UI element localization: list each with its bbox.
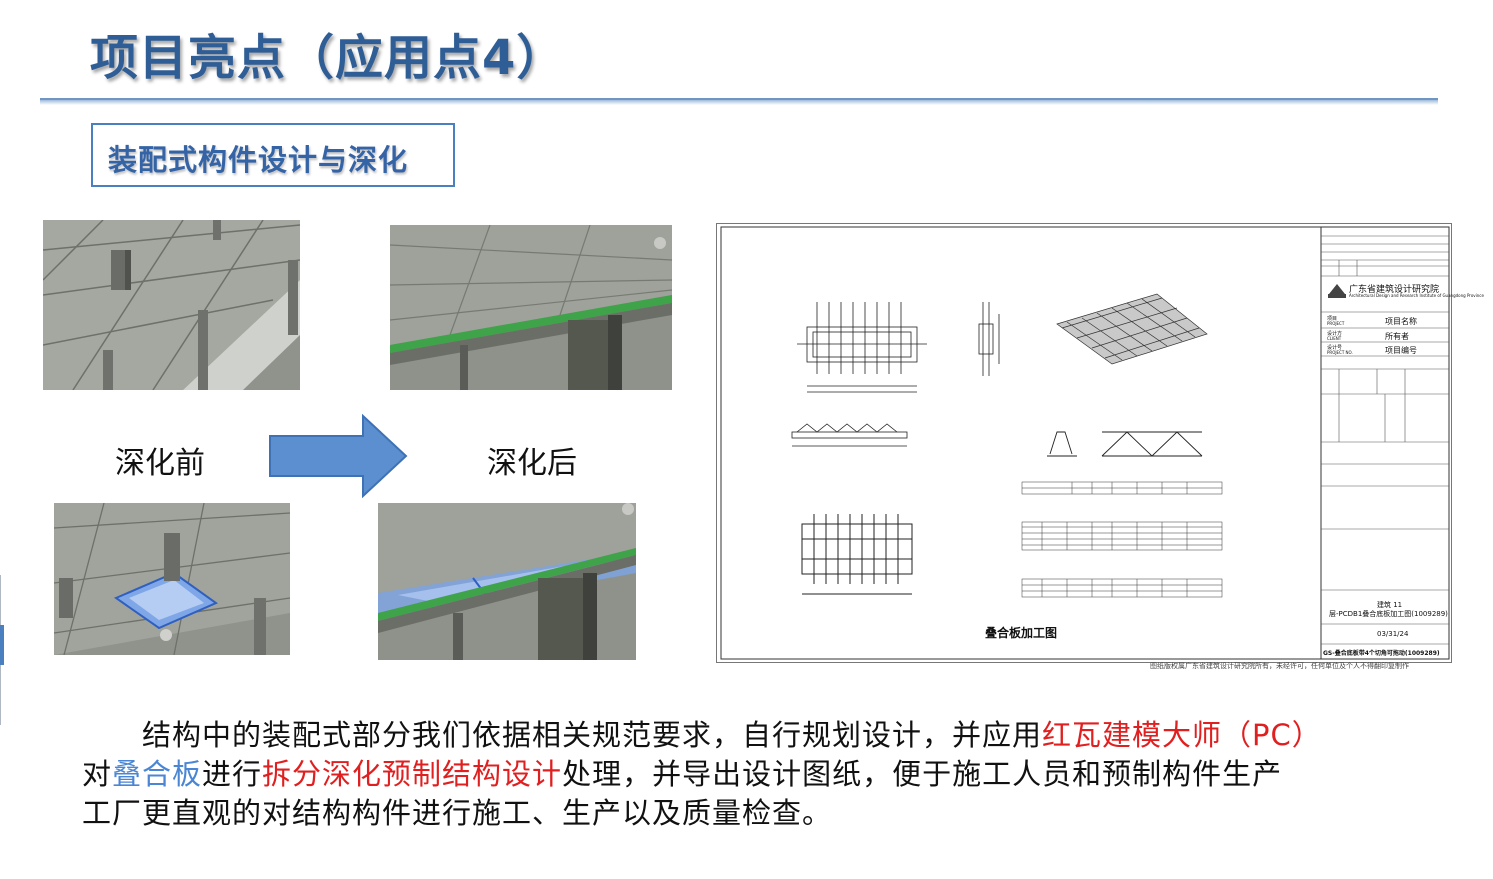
sheet-name: 层-PCDB1叠合底板加工图(1009289) — [1329, 610, 1448, 618]
paragraph-text: 处理，并导出设计图纸，便于施工人员和预制构件生产 — [562, 757, 1283, 791]
building-name: 建筑 11 — [1377, 601, 1403, 609]
after-model-bottom — [378, 503, 636, 660]
before-model-bottom — [54, 503, 290, 655]
title-underline — [40, 98, 1438, 105]
paragraph-text: 结构中的装配式部分我们依据相关规范要求，自行规划设计，并应用 — [82, 718, 1043, 752]
paragraph-text: 进行 — [202, 757, 263, 791]
project-number: 项目编号 — [1385, 346, 1417, 355]
client-name: 所有者 — [1385, 332, 1409, 341]
description-paragraph: 结构中的装配式部分我们依据相关规范要求，自行规划设计，并应用红瓦建模大师（PC）… — [82, 716, 1402, 833]
project-label-en: PROJECT — [1327, 321, 1345, 326]
before-model-top — [43, 220, 300, 390]
paragraph-line-1: 结构中的装配式部分我们依据相关规范要求，自行规划设计，并应用红瓦建模大师（PC） — [82, 716, 1402, 755]
institute-name-en: Architectural Design and Research Instit… — [1349, 293, 1484, 298]
label-before-detailing: 深化前 — [115, 446, 205, 481]
fabrication-drawing: 叠合板加工图 广东省建筑设计研究院 Architectural Design a… — [716, 223, 1484, 663]
project-no-label-en: PROJECT NO. — [1327, 350, 1353, 355]
client-label: 设计方 — [1327, 331, 1343, 337]
paragraph-line-2: 对叠合板进行拆分深化预制结构设计处理，并导出设计图纸，便于施工人员和预制构件生产 — [82, 755, 1402, 794]
project-name: 项目名称 — [1385, 317, 1417, 326]
highlight-process-name: 拆分深化预制结构设计 — [262, 757, 563, 791]
sheet-code: GS-叠合底板带4个切角可拖动(1009289) — [1323, 650, 1440, 657]
client-label-en: CLIENT — [1327, 336, 1342, 341]
institute-name: 广东省建筑设计研究院 — [1349, 285, 1440, 295]
paragraph-line-3: 工厂更直观的对结构构件进行施工、生产以及质量检查。 — [82, 796, 833, 830]
left-edge-mark — [0, 625, 4, 665]
highlight-component-name: 叠合板 — [112, 757, 203, 791]
drawing-copyright-note: 图纸版权属广东省建筑设计研究院所有，未经许可，任何单位及个人不得翻印复制作 — [1150, 662, 1409, 670]
page-title: 项目亮点（应用点4） — [90, 30, 566, 86]
subtitle-box: 装配式构件设计与深化 — [91, 123, 455, 187]
section-subtitle: 装配式构件设计与深化 — [108, 143, 409, 177]
after-model-top — [390, 225, 672, 390]
drawing-main-title: 叠合板加工图 — [985, 626, 1058, 640]
highlight-software-name: 红瓦建模大师（PC） — [1042, 718, 1322, 752]
paragraph-text: 对 — [82, 757, 113, 791]
project-label: 项目 — [1327, 316, 1338, 322]
label-after-detailing: 深化后 — [487, 446, 577, 481]
project-no-label: 设计号 — [1327, 345, 1343, 351]
drawing-date: 03/31/24 — [1377, 630, 1409, 638]
right-arrow-icon — [268, 413, 408, 502]
